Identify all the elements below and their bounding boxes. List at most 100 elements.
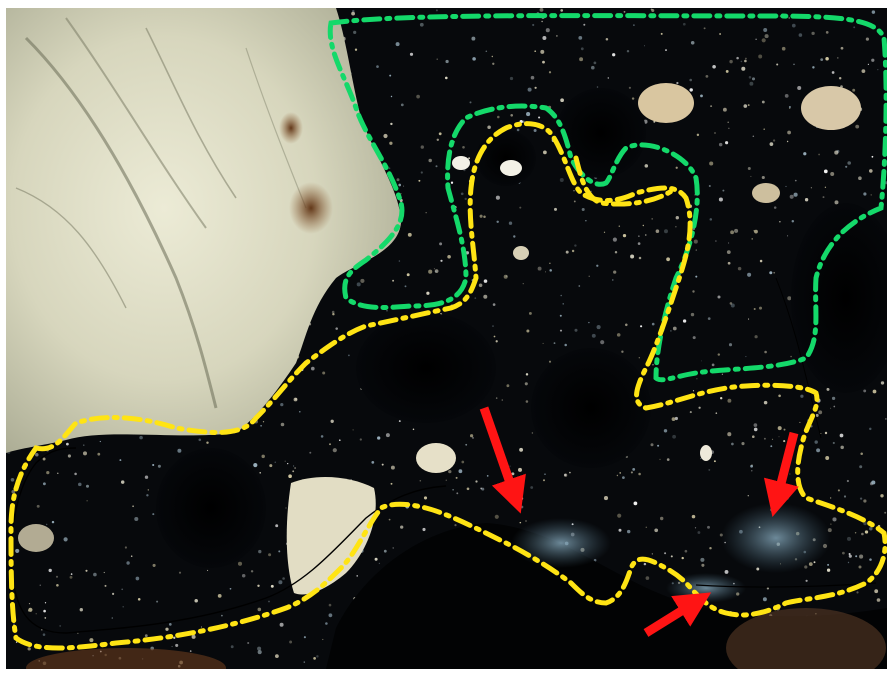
speckle bbox=[824, 431, 828, 435]
speckle bbox=[532, 23, 535, 27]
speckle bbox=[645, 526, 648, 529]
speckle bbox=[495, 397, 498, 399]
speckle bbox=[670, 330, 672, 332]
speckle bbox=[440, 259, 443, 262]
speckle bbox=[522, 120, 525, 123]
red-arrows bbox=[479, 406, 799, 637]
speckle bbox=[734, 228, 739, 233]
speckle bbox=[700, 360, 703, 362]
speckle bbox=[778, 394, 781, 398]
speckle bbox=[779, 221, 781, 223]
speckle bbox=[400, 525, 404, 529]
speckle bbox=[70, 573, 73, 575]
speckle bbox=[111, 617, 114, 619]
speckle bbox=[403, 185, 405, 187]
speckle bbox=[386, 310, 388, 312]
speckle bbox=[630, 254, 635, 259]
speckle bbox=[483, 279, 488, 283]
speckle bbox=[773, 271, 776, 274]
speckle bbox=[259, 472, 261, 474]
speckle bbox=[580, 47, 584, 51]
speckle bbox=[436, 138, 440, 142]
speckle bbox=[260, 424, 262, 427]
speckle bbox=[666, 458, 670, 461]
speckle bbox=[778, 436, 780, 438]
speckle bbox=[885, 418, 887, 420]
speckle bbox=[574, 244, 577, 247]
speckle bbox=[763, 28, 768, 32]
speckle bbox=[858, 565, 862, 569]
speckle bbox=[863, 499, 867, 503]
speckle bbox=[275, 524, 279, 528]
speckle bbox=[48, 568, 52, 573]
speckle bbox=[450, 181, 454, 184]
speckle bbox=[530, 486, 534, 489]
speckle bbox=[112, 592, 115, 596]
speckle bbox=[483, 294, 488, 299]
speckle bbox=[830, 407, 832, 409]
speckle bbox=[534, 50, 537, 53]
large-light-grain bbox=[6, 8, 401, 453]
speckle bbox=[814, 440, 818, 444]
speckle bbox=[275, 654, 279, 658]
speckle bbox=[396, 178, 400, 182]
speckle bbox=[787, 296, 792, 301]
speckle bbox=[122, 606, 124, 608]
speckle bbox=[748, 318, 750, 320]
speckle bbox=[781, 46, 786, 51]
speckle bbox=[825, 57, 829, 61]
speckle bbox=[542, 36, 547, 40]
speckle bbox=[865, 37, 869, 41]
speckle bbox=[700, 94, 703, 98]
speckle bbox=[42, 457, 46, 461]
speckle bbox=[751, 470, 753, 472]
speckle bbox=[553, 342, 556, 345]
speckle bbox=[764, 34, 769, 39]
speckle bbox=[135, 576, 140, 581]
speckle bbox=[659, 516, 664, 521]
speckle bbox=[664, 552, 667, 555]
speckle bbox=[392, 279, 395, 282]
speckle bbox=[329, 443, 331, 446]
small-grain bbox=[700, 445, 712, 461]
iron-stain bbox=[279, 112, 303, 144]
red-arrow bbox=[479, 406, 526, 514]
speckle bbox=[621, 350, 624, 353]
speckle bbox=[229, 587, 232, 590]
speckle bbox=[119, 459, 122, 462]
speckle bbox=[698, 406, 701, 409]
speckle bbox=[585, 220, 587, 222]
speckle bbox=[445, 479, 447, 481]
speckle bbox=[559, 329, 563, 332]
speckle bbox=[146, 494, 149, 497]
speckle bbox=[753, 307, 756, 311]
speckle bbox=[241, 574, 246, 578]
speckle bbox=[701, 563, 705, 567]
speckle bbox=[460, 192, 464, 196]
speckle bbox=[803, 152, 807, 156]
speckle bbox=[700, 457, 702, 460]
speckle bbox=[729, 59, 733, 64]
small-grain bbox=[638, 83, 694, 123]
speckle bbox=[438, 132, 442, 136]
speckle bbox=[727, 261, 731, 265]
speckle bbox=[520, 497, 524, 500]
speckle bbox=[564, 473, 567, 477]
speckle bbox=[831, 396, 836, 401]
speckle bbox=[761, 175, 765, 180]
speckle bbox=[45, 523, 48, 526]
speckle bbox=[820, 58, 824, 61]
speckle bbox=[578, 36, 583, 40]
speckle bbox=[495, 340, 498, 343]
speckle bbox=[479, 214, 483, 218]
speckle bbox=[348, 354, 350, 357]
speckle bbox=[764, 350, 767, 354]
speckle bbox=[377, 436, 381, 440]
speckle bbox=[674, 416, 678, 421]
speckle bbox=[46, 470, 50, 475]
speckle bbox=[542, 479, 546, 482]
speckle bbox=[714, 132, 716, 134]
speckle bbox=[435, 165, 438, 168]
speckle bbox=[880, 494, 884, 498]
speckle bbox=[494, 514, 499, 519]
